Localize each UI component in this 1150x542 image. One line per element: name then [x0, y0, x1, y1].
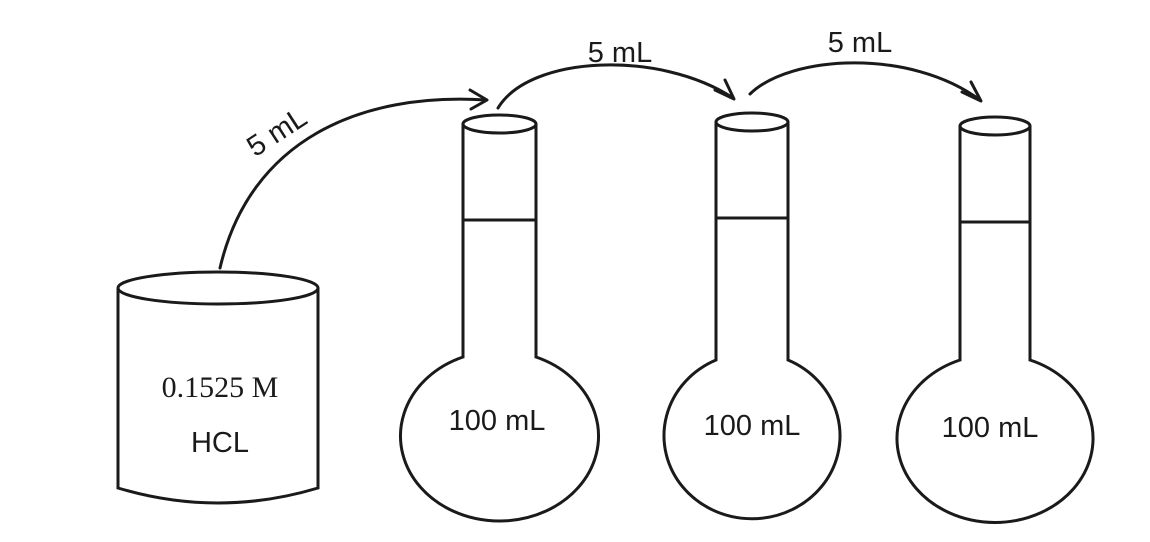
volumetric-flask-3: 100 mL: [895, 115, 1095, 524]
transfer-volume-label-2: 5 mL: [588, 37, 652, 69]
stock-name-label: HCL: [191, 427, 249, 459]
flask-volume-label-1: 100 mL: [449, 405, 546, 437]
transfer-arrow-1: 5 mL: [218, 88, 489, 270]
volumetric-flask-2: 100 mL: [662, 111, 842, 521]
stock-beaker: 0.1525 M HCL: [116, 270, 320, 505]
stock-concentration-label: 0.1525 M: [162, 371, 279, 404]
transfer-arrow-3: 5 mL: [748, 27, 983, 103]
transfer-arrow-2: 5 mL: [496, 37, 736, 110]
volumetric-flask-1: 100 mL: [399, 113, 600, 523]
transfer-volume-label-1: 5 mL: [241, 101, 313, 163]
transfer-volume-label-3: 5 mL: [828, 27, 892, 59]
flask-volume-label-2: 100 mL: [704, 410, 801, 442]
flask-volume-label-3: 100 mL: [942, 412, 1039, 444]
